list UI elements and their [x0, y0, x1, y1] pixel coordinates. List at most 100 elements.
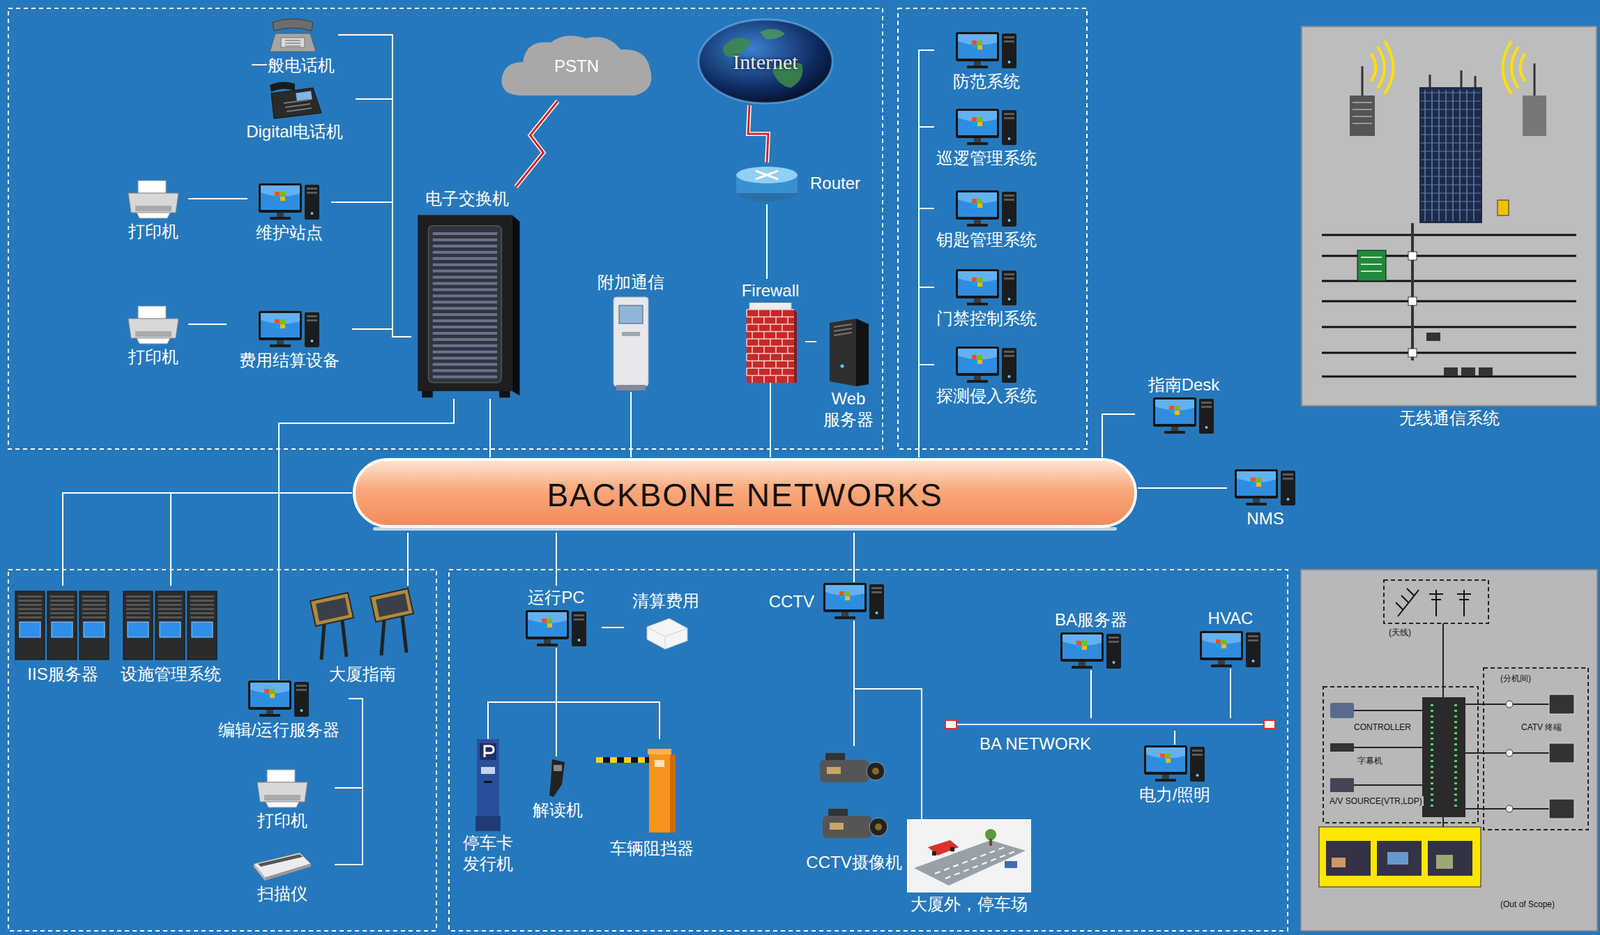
servers-icon [122, 585, 220, 663]
device-label: 打印机 [128, 346, 179, 368]
connector [630, 391, 632, 458]
device-label: 打印机 [257, 810, 308, 832]
connector [490, 398, 491, 458]
backbone-band: BACKBONE NETWORKS [352, 457, 1138, 533]
region-frame [8, 8, 883, 449]
device-node: Digital电话机 [233, 78, 356, 144]
connector [918, 50, 935, 458]
connector-line [918, 364, 935, 458]
connector-line [188, 323, 227, 325]
router-icon [732, 162, 802, 205]
pc-icon [247, 679, 311, 719]
device-label: 门禁控制系统 [936, 308, 1037, 330]
device-node: 门禁控制系统 [934, 268, 1039, 331]
device-node: 停车卡 发行机 [456, 738, 520, 876]
connector-line [1174, 730, 1176, 745]
network-bus: BA NETWORK [944, 718, 1276, 731]
device-label: BACKBONE NETWORKS [546, 476, 943, 515]
connector [766, 204, 768, 279]
device-label: 无线通信系统 [1399, 407, 1500, 429]
lightning-link [515, 101, 558, 187]
device-label: IIS服务器 [27, 663, 98, 685]
connector [556, 647, 660, 739]
band-icon [944, 718, 1276, 731]
connector [1137, 488, 1228, 489]
device-label: 设施管理系统 [120, 663, 222, 685]
device-label: 编辑/运行服务器 [218, 719, 341, 741]
connector-line [1102, 414, 1135, 458]
pc-icon [257, 182, 321, 222]
device-node: 大厦指南 [299, 585, 426, 687]
device-label: 大厦指南 [329, 663, 396, 685]
connector [338, 34, 412, 337]
device-node: 设施管理系统 [115, 585, 227, 687]
pc-icon [955, 31, 1018, 70]
pc-icon [1233, 468, 1297, 507]
device-node: BA服务器 [1038, 607, 1144, 670]
connector-line [853, 532, 855, 583]
device-node: 打印机 [118, 303, 189, 369]
device-label: 打印机 [128, 221, 179, 242]
connector [805, 341, 817, 343]
panel-note: CATV 终端 [1519, 722, 1564, 733]
catv-panel [1300, 569, 1598, 931]
device-label: 大厦外，停车场 [910, 893, 1028, 915]
device-label: 维护站点 [255, 222, 323, 244]
connector-line [918, 126, 935, 458]
panel-note: 字幕机 [1355, 755, 1384, 766]
connector [1174, 730, 1176, 745]
connector [1091, 669, 1092, 719]
connector-line [331, 202, 412, 337]
device-label: 费用结算设备 [239, 349, 340, 371]
device-label: CCTV [768, 591, 815, 613]
device-node: 防范系统 [934, 31, 1039, 94]
parking-icon [472, 738, 504, 832]
device-label: 解读机 [532, 799, 583, 821]
pc-icon [955, 268, 1018, 307]
connector [770, 382, 772, 458]
region-frame [897, 8, 1087, 449]
paper-icon [641, 612, 691, 652]
device-label: PSTN [554, 55, 599, 77]
connector-line [278, 398, 454, 680]
pc-icon [1143, 744, 1207, 783]
device-node: 电力/照明 [1122, 744, 1228, 807]
connector [188, 198, 248, 200]
connector-line [601, 626, 624, 629]
connector [488, 647, 557, 739]
device-node: 探测侵入系统 [934, 345, 1039, 408]
connector [352, 329, 412, 337]
pc-icon [955, 108, 1018, 147]
wpanel-icon [1300, 25, 1598, 407]
device-node: 费用结算设备 [226, 310, 353, 373]
connector-line [769, 382, 772, 458]
kiosk-icon [607, 294, 654, 392]
device-label: 巡逻管理系统 [936, 147, 1037, 169]
cloud-node: PSTN [494, 31, 659, 102]
device-label: Internet [732, 49, 798, 75]
device-label: CCTV摄像机 [805, 851, 902, 873]
device-node: 打印机 [230, 766, 335, 833]
device-node: 指南Desk [1134, 372, 1233, 436]
connector [854, 620, 922, 820]
dphone-icon [267, 78, 323, 120]
device-label: 车辆阻挡器 [610, 837, 694, 859]
connector [1102, 414, 1135, 458]
device-label: 停车卡 发行机 [460, 832, 516, 875]
region-frame [448, 569, 1288, 931]
connector-line [489, 398, 491, 458]
connector [556, 532, 558, 586]
device-node: CCTV摄像机 [794, 745, 914, 875]
cameras-icon [815, 745, 893, 851]
device-label: 指南Desk [1148, 374, 1221, 396]
device-node: 编辑/运行服务器 [209, 679, 349, 742]
device-node: 电子交换机 [411, 186, 523, 399]
connector [62, 492, 353, 586]
connector-line [170, 492, 353, 586]
device-label: BA NETWORK [979, 733, 1092, 755]
scanner-icon [250, 847, 314, 882]
pc-icon [1199, 630, 1262, 669]
connector-line [188, 197, 248, 200]
connector-line [918, 208, 935, 458]
device-node: 车辆阻挡器 [593, 738, 710, 861]
